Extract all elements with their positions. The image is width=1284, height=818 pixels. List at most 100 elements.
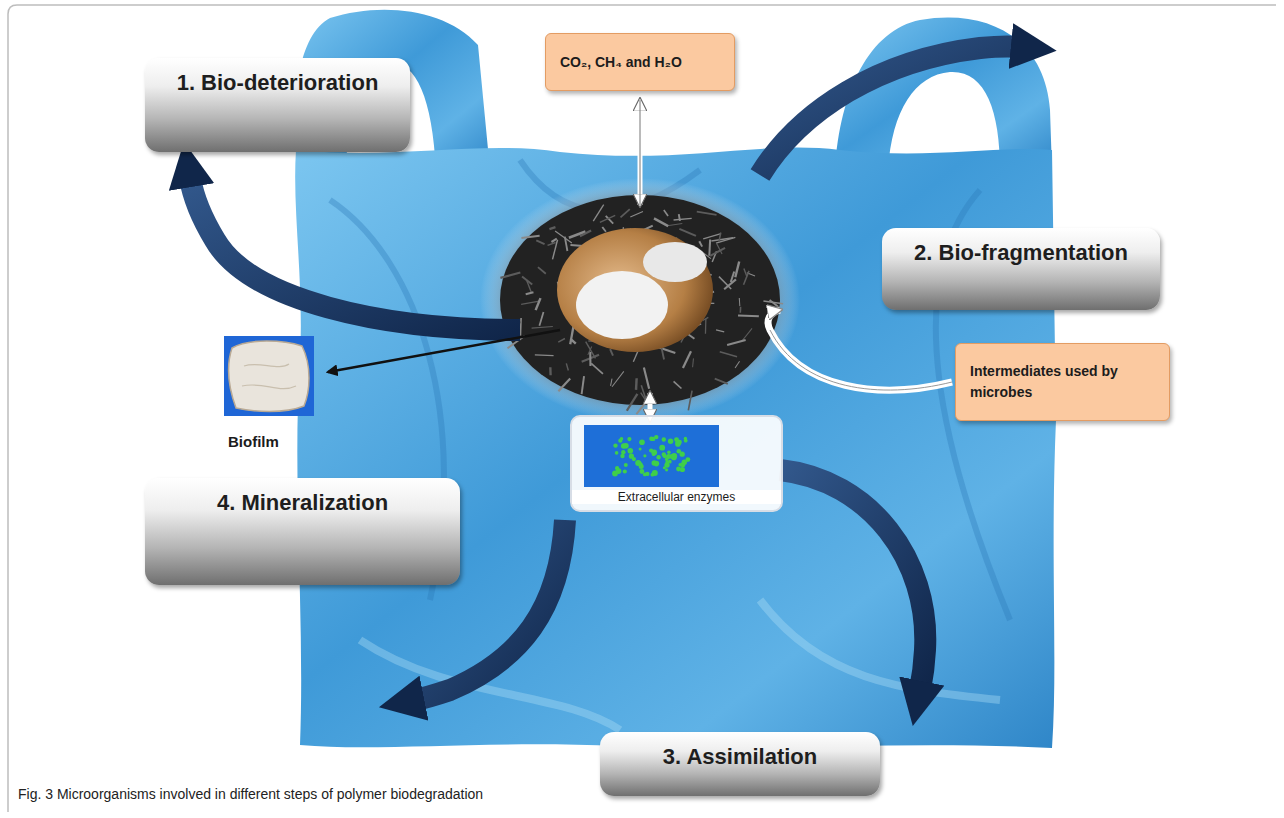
- sem-fibre: [763, 301, 783, 304]
- step-box: 3. Assimilation: [600, 732, 880, 796]
- sem-fibre: [500, 273, 520, 278]
- sem-fibre: [621, 209, 630, 217]
- enzyme-label: Extracellular enzymes: [572, 490, 781, 504]
- sem-fibre: [558, 339, 565, 343]
- step-box: 2. Bio-fragmentation: [882, 228, 1160, 310]
- sem-fibre: [520, 318, 522, 336]
- product-label: Intermediates used by microbes: [970, 361, 1155, 403]
- step-arrow: [760, 46, 1020, 175]
- enzyme-box: Extracellular enzymes: [570, 415, 783, 512]
- sem-fibre: [558, 378, 570, 391]
- step-box: 4. Mineralization: [145, 478, 460, 585]
- sem-fibre: [710, 248, 725, 256]
- sem-fibre: [611, 379, 612, 386]
- sem-fibre: [719, 277, 731, 289]
- product-box: Intermediates used by microbes: [955, 343, 1170, 421]
- sem-image: [480, 178, 800, 422]
- sem-fibre: [593, 205, 603, 221]
- sem-fibre: [688, 391, 692, 411]
- sem-fibre: [636, 398, 649, 414]
- sem-fibre: [719, 233, 721, 242]
- frame-line: [8, 5, 1276, 812]
- sem-fibre: [536, 240, 544, 244]
- sem-fibre: [664, 210, 668, 216]
- microbe-colony: [576, 271, 668, 339]
- step-box: 1. Bio-deterioration: [145, 58, 410, 152]
- sem-fibre: [591, 363, 603, 374]
- sem-fibre: [549, 367, 552, 375]
- sem-fibre: [588, 347, 592, 355]
- sem-fibre: [612, 371, 624, 386]
- sem-fibre: [692, 358, 694, 367]
- exchange-arrow: [638, 100, 643, 205]
- enzyme-picture: [584, 425, 719, 487]
- sem-fibre: [724, 279, 736, 289]
- exchange-arrow-outline: [640, 100, 641, 205]
- sem-fibre: [739, 298, 741, 306]
- image-label: Biofilm: [228, 433, 279, 450]
- sem-fibre: [667, 224, 682, 226]
- sem-fibre: [705, 319, 707, 334]
- sem-fibre: [697, 212, 717, 215]
- sem-fibre: [539, 312, 543, 326]
- figure-caption: Fig. 3 Microorganisms involved in differ…: [18, 786, 483, 802]
- step-title: 2. Bio-fragmentation: [914, 240, 1128, 266]
- microbe-colony: [557, 228, 713, 352]
- sem-fibre: [679, 214, 680, 221]
- sem-fibre: [644, 367, 649, 388]
- sem-fibre: [735, 361, 740, 368]
- step-arrow: [190, 178, 520, 330]
- sem-fibre: [661, 347, 664, 360]
- sem-fibre: [740, 307, 742, 313]
- sem-fibre: [683, 351, 691, 368]
- sem-fibre: [720, 352, 737, 357]
- sem-fibre: [738, 315, 759, 318]
- sem-fibre: [744, 271, 749, 285]
- microbe-colony: [643, 242, 707, 282]
- biofilm-photo: [224, 336, 314, 416]
- sem-fibre: [735, 261, 739, 277]
- sem-fibre: [521, 236, 539, 238]
- sem-fibre: [674, 381, 682, 388]
- sem-fibre: [600, 215, 615, 222]
- sem-fibre: [731, 271, 734, 282]
- sem-fibre: [551, 239, 556, 242]
- sem-fibre: [538, 267, 546, 274]
- step-title: 3. Assimilation: [663, 744, 817, 770]
- sem-fibre: [699, 241, 702, 246]
- sem-fibre: [715, 379, 728, 384]
- step-title: 4. Mineralization: [217, 490, 388, 516]
- sem-fibre: [711, 238, 733, 241]
- bag-fold: [360, 600, 1000, 730]
- product-label: CO₂, CH₄ and H₂O: [560, 52, 682, 73]
- recycle-arrow-outline: [770, 330, 952, 390]
- sem-fibre: [565, 237, 568, 251]
- step-arrow: [780, 470, 925, 690]
- step-title: 1. Bio-deterioration: [177, 70, 379, 96]
- sem-fibre: [521, 301, 539, 304]
- sem-fibre: [674, 218, 692, 220]
- recycle-arrow: [768, 310, 952, 390]
- sem-fibre: [548, 242, 556, 245]
- sem-fibre: [532, 326, 553, 328]
- sem-fibre: [549, 227, 555, 229]
- sem-fibre: [535, 354, 554, 356]
- product-box: CO₂, CH₄ and H₂O: [545, 33, 735, 91]
- sem-fibre: [582, 376, 584, 394]
- sem-fibre: [571, 339, 576, 344]
- sem-fibre: [526, 292, 534, 294]
- sem-fibre: [536, 298, 541, 310]
- sem-fibre: [703, 234, 720, 239]
- sem-fibre: [708, 240, 711, 256]
- sem-fibre: [602, 227, 606, 232]
- sem-fibre: [654, 218, 668, 226]
- sem-image: [500, 195, 780, 405]
- sem-fibre: [566, 363, 568, 370]
- sem-fibre: [627, 394, 638, 411]
- sem-fibre: [716, 330, 724, 332]
- pointer-arrow: [328, 330, 560, 372]
- sem-texture: [500, 205, 783, 414]
- sem-fibre: [630, 211, 643, 217]
- sem-fibre: [580, 230, 591, 236]
